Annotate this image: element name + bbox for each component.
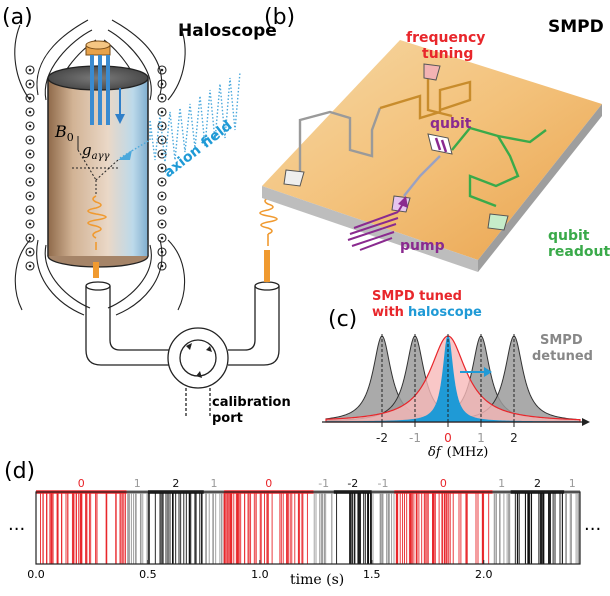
- coil-right: [157, 65, 167, 271]
- tuned-label-1: SMPD tuned: [372, 289, 462, 304]
- ellipsis-left: ...: [8, 514, 25, 535]
- panel-b: (b) SMPD: [262, 5, 610, 272]
- smpd-input-port: [264, 250, 270, 282]
- pump-arrow-icon: [398, 196, 408, 208]
- tuning-rod: [85, 40, 125, 125]
- d-tick-label: 0.0: [27, 568, 45, 581]
- b0-label: B0: [54, 122, 74, 144]
- axion-arrow-icon: [118, 150, 132, 160]
- c-tick-label: 1: [477, 431, 485, 445]
- pump-label: pump: [400, 238, 445, 254]
- coupling-label: gaγγ: [82, 141, 110, 162]
- panel-d-label: (d): [4, 459, 35, 484]
- panel-d-ticks: 0.0 0.5 1.0 1.5 2.0: [27, 560, 492, 581]
- c-tick-label: 0: [444, 431, 452, 445]
- launch-pads: [283, 63, 509, 231]
- segment-labels: 0 1 2 1 0 -1 -2 -1 0 1 2 1: [78, 477, 576, 490]
- segment-label: 0: [265, 477, 272, 490]
- circuit-traces: [298, 72, 547, 208]
- smpd-wavepacket: [259, 197, 278, 246]
- segment-label: 1: [211, 477, 218, 490]
- d-tick-label: 0.5: [139, 568, 157, 581]
- d-tick-label: 1.0: [251, 568, 269, 581]
- segment-label: 0: [78, 477, 85, 490]
- tuning-label-1: frequency: [406, 30, 485, 46]
- click-trace: [36, 490, 580, 564]
- panel-c-xlabel: δf(MHz): [428, 445, 488, 460]
- qubit-junction: [427, 133, 453, 155]
- panel-c-axis-arrow-icon: [582, 418, 590, 426]
- feynman-vertex: [72, 149, 120, 196]
- segment-label: 1: [498, 477, 505, 490]
- calibration-label-1: calibration: [212, 395, 291, 410]
- readout-label-2: readout: [548, 244, 610, 260]
- c-tick-label: -1: [409, 431, 421, 445]
- cavity-output-port: [93, 262, 99, 278]
- haloscope-title: Haloscope: [178, 21, 277, 41]
- axion-field: [119, 71, 241, 163]
- segment-label: 1: [569, 477, 576, 490]
- segment-label: 1: [134, 477, 141, 490]
- panel-c-ticks: -2 -1 0 1 2: [376, 422, 518, 445]
- ellipsis-right: ...: [584, 514, 601, 535]
- panel-d-frame: [35, 491, 581, 565]
- panel-d: (d) ... ... 0 1 2 1 0 -1 -2 -1 0 1 2 1 0.0 0.5 1.0 1.5…: [4, 459, 601, 588]
- smpd-title: SMPD: [548, 17, 604, 37]
- circulator: [167, 327, 229, 389]
- detuned-label-2: detuned: [532, 349, 593, 364]
- c-tick-label: -2: [376, 431, 388, 445]
- segment-label: -1: [378, 477, 389, 490]
- axion-label: axion field: [161, 118, 236, 181]
- d-tick-label: 1.5: [363, 568, 381, 581]
- panel-b-label: (b): [264, 5, 295, 30]
- d-tick-label: 2.0: [475, 568, 493, 581]
- tuning-label-2: tuning: [422, 46, 473, 62]
- panel-a: (a) Haloscope: [2, 5, 291, 426]
- coax-cables: [85, 281, 280, 416]
- segment-label: 2: [172, 477, 179, 490]
- detuned-label-1: SMPD: [540, 333, 583, 348]
- segment-label: -2: [347, 477, 358, 490]
- detune-arrow-icon: [484, 367, 492, 377]
- panel-d-xlabel: time (s): [290, 572, 344, 588]
- calibration-label-2: port: [212, 411, 243, 426]
- c-tick-label: 2: [510, 431, 518, 445]
- qubit-label: qubit: [430, 116, 472, 132]
- segment-label: -1: [318, 477, 329, 490]
- coil-left: [25, 65, 35, 271]
- panel-c-label: (c): [328, 307, 357, 332]
- segment-label: 0: [440, 477, 447, 490]
- photon-wavepacket: [87, 195, 107, 250]
- panel-a-label: (a): [2, 5, 33, 30]
- segment-label: 2: [534, 477, 541, 490]
- readout-label-1: qubit: [548, 228, 590, 244]
